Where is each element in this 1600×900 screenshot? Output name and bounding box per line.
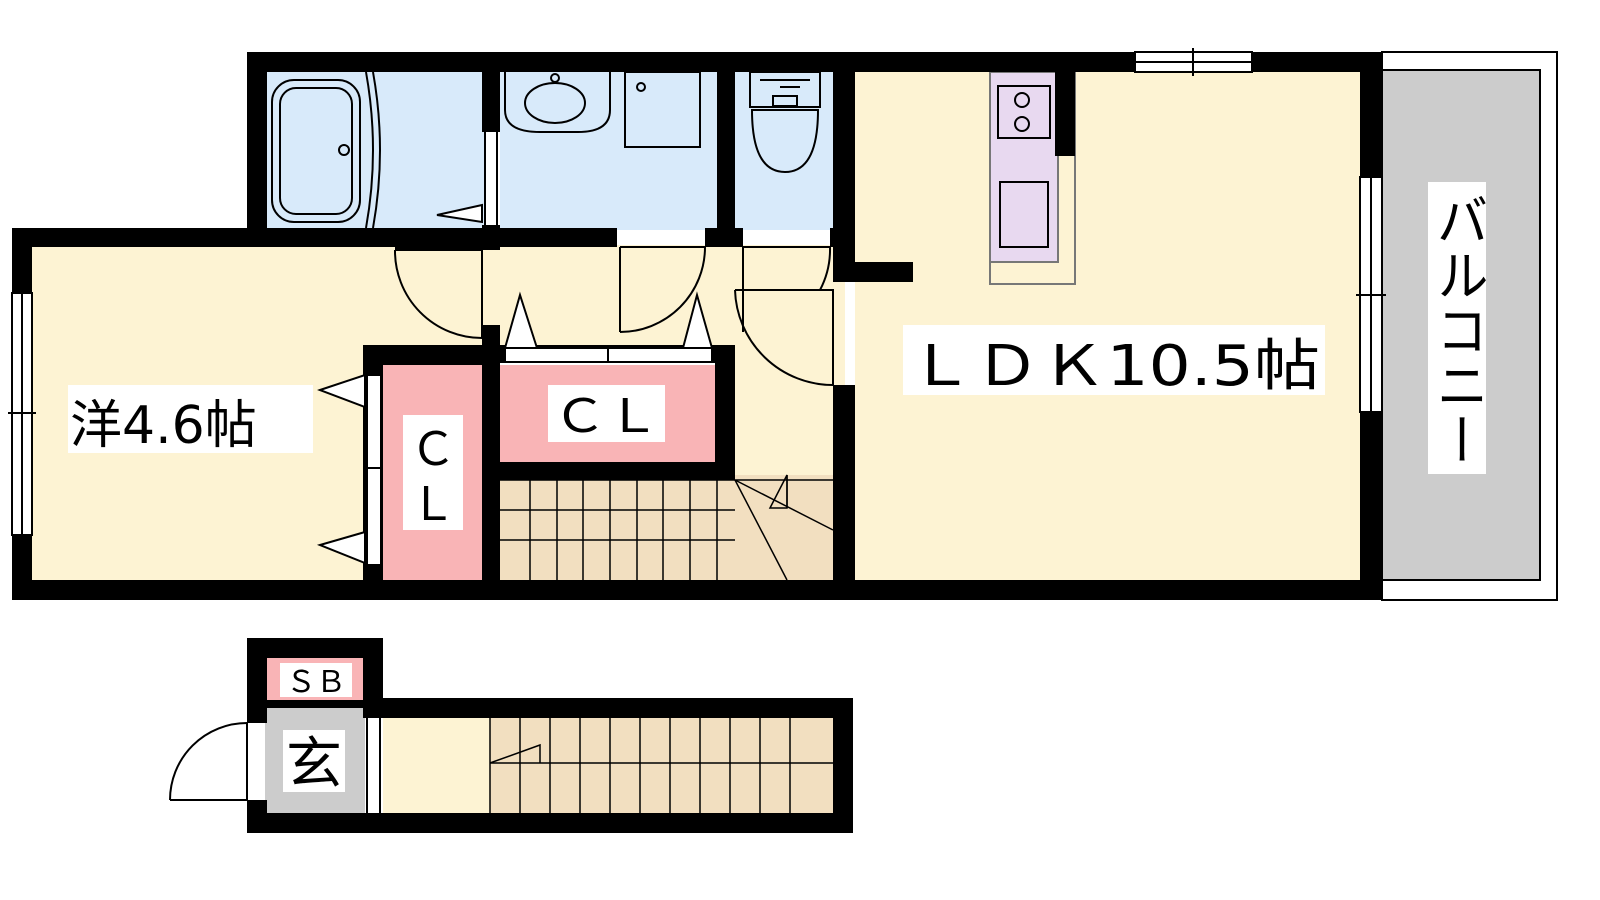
stairs-upper-fill xyxy=(500,475,835,580)
western-room-label: 洋4.6帖 xyxy=(70,396,257,456)
stairs-upper xyxy=(500,474,835,581)
balcony-label-bg xyxy=(1428,182,1486,474)
walls-lower xyxy=(247,638,853,833)
ldk-label-bg xyxy=(903,325,1325,395)
stairs-lower xyxy=(489,716,833,813)
shoebox-label-bg xyxy=(280,663,352,697)
kitchen-counter-inner xyxy=(989,71,1059,263)
entrance-label-bg xyxy=(283,730,345,792)
windows xyxy=(8,48,1386,536)
fixtures xyxy=(271,71,1051,248)
walls xyxy=(12,52,1382,600)
doors xyxy=(169,132,834,813)
closet-left-label-bg xyxy=(403,415,463,530)
closet-center-label-bg xyxy=(548,385,665,442)
closet-left-label-line2: Ｌ xyxy=(410,477,456,531)
balcony-label: バルコニー xyxy=(1427,192,1487,467)
washing-machine xyxy=(624,71,701,148)
closet-center-label: ＣＬ xyxy=(553,389,660,443)
bathroom-floor xyxy=(265,70,485,230)
balcony-outline xyxy=(1381,51,1558,601)
washbasin xyxy=(504,72,611,133)
entrance-label: 玄 xyxy=(286,732,342,797)
hallway-floor-right xyxy=(735,245,845,475)
stove xyxy=(997,85,1051,139)
stairs-lower-fill xyxy=(490,716,833,815)
kitchen-sink xyxy=(999,181,1049,248)
shoebox-label: ＳＢ xyxy=(286,665,346,700)
western-label-bg xyxy=(68,385,313,453)
closet-left-label-line1: Ｃ xyxy=(410,422,456,476)
ldk-label: ＬＤＫ10.5帖 xyxy=(908,334,1320,399)
bathtub xyxy=(271,79,361,223)
